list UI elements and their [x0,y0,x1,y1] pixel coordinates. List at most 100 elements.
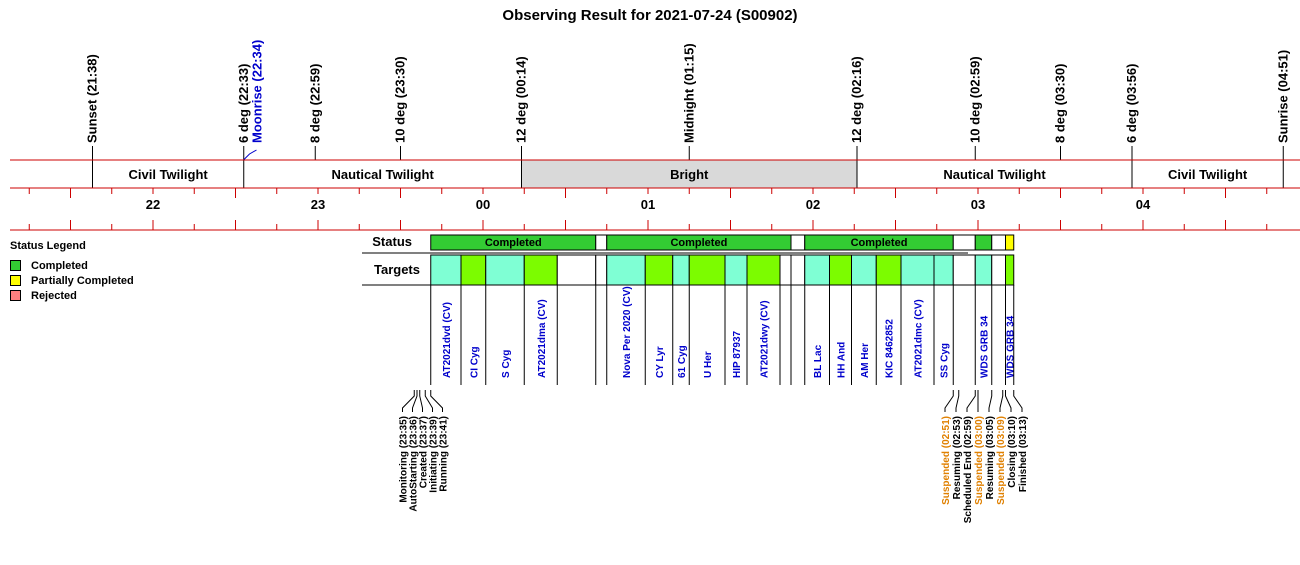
target-name: AT2021dmc (CV) [914,299,925,378]
target-block [851,254,877,286]
event-label: 10 deg (23:30) [393,56,408,143]
log-event-label: Suspended (02:51) [941,416,952,505]
target-name: U Her [703,351,714,378]
twilight-band [243,160,522,188]
log-events: Monitoring (23:35)AutoStarting (23:36)Cr… [399,390,1029,523]
twilight-band-label: Nautical Twilight [943,167,1046,182]
event-label: Midnight (01:15) [681,43,696,143]
log-event-label: Closing (03:10) [1007,416,1018,488]
target-block [644,254,674,286]
twilight-band [10,160,93,188]
log-connector [419,390,423,412]
target-block [900,254,935,286]
event-label: 10 deg (02:59) [967,56,982,143]
target-name: WDS GRB 34 [980,315,991,378]
log-event-label: AutoStarting (23:36) [409,416,420,512]
target-block [556,254,597,286]
log-connector [966,390,976,412]
log-event-label: Resuming (03:05) [985,416,996,499]
target-name: CI Cyg [469,346,480,378]
moonrise-connector [243,149,257,161]
target-block [688,254,726,286]
axis-hour-label: 22 [146,197,160,212]
legend-item-completed: Completed [10,258,134,273]
log-event-label: Suspended (03:09) [996,416,1007,505]
status-block [1005,234,1015,251]
moonrise-label: Moonrise (22:34) [250,40,265,143]
target-name: AM Her [860,343,871,378]
target-block [672,254,690,286]
event-label: 6 deg (03:56) [1124,64,1139,143]
target-name: 61 Cyg [677,345,688,378]
axis-hour-label: 01 [641,197,655,212]
status-block [952,234,976,251]
twilight-band [1132,160,1284,188]
status-block-label: Completed [851,237,908,249]
event-label: 12 deg (02:16) [849,56,864,143]
axis-hour-label: 04 [1136,197,1151,212]
target-block [829,254,852,286]
target-name: Nova Per 2020 (CV) [622,286,633,378]
target-block [746,254,781,286]
log-event-label: Resuming (02:53) [952,416,963,499]
target-name: WDS GRB 34 [1006,315,1017,378]
log-connector [955,390,960,412]
event-label: 12 deg (00:14) [514,56,529,143]
status-legend: Status Legend Completed Partially Comple… [10,240,134,303]
twilight-band [521,160,857,188]
target-name: SS Cyg [940,343,951,378]
twilight-band [857,160,1132,188]
log-connector [430,390,443,412]
target-block [1005,254,1015,286]
status-block [790,234,806,251]
log-connector [424,390,433,412]
twilight-band [92,160,244,188]
target-block [952,254,976,286]
event-label: 8 deg (03:30) [1053,64,1068,143]
status-block-label: Completed [485,237,542,249]
target-name: HIP 87937 [732,330,743,378]
target-name: AT2021dvd (CV) [442,302,453,378]
twilight-band-label: Civil Twilight [129,167,209,182]
target-block [430,254,462,286]
target-name: BL Lac [813,344,824,378]
target-block [485,254,525,286]
legend-item-rejected: Rejected [10,288,134,303]
log-connector [944,390,954,412]
legend-swatch-rejected [10,290,21,301]
status-block [974,234,993,251]
target-name: KIC 8462852 [885,319,896,378]
status-block-label: Completed [670,237,727,249]
axis-hour-label: 03 [971,197,985,212]
legend-swatch-completed [10,260,21,271]
targets-row-label: Targets [374,262,420,277]
log-event-label: Scheduled End (02:59) [963,416,974,523]
log-connector [412,390,418,412]
axis-hour-label: 00 [476,197,490,212]
twilight-band [1283,160,1300,188]
twilight-band-label: Bright [670,167,709,182]
legend-swatch-partial [10,275,21,286]
target-name: HH And [837,342,848,378]
log-connector [988,390,993,412]
event-label: 8 deg (22:59) [307,64,322,143]
target-block [523,254,558,286]
target-block [606,254,646,286]
log-connector [402,390,415,412]
target-block [724,254,748,286]
target-block [804,254,830,286]
log-connector [999,390,1004,412]
log-connector [1013,390,1023,412]
log-event-label: Suspended (03:00) [974,416,985,505]
target-block [595,254,608,286]
legend-label-partial: Partially Completed [31,274,134,287]
axis-hour-label: 02 [806,197,820,212]
log-event-label: Created (23:37) [419,416,430,488]
legend-label-completed: Completed [31,259,88,272]
twilight-band-label: Civil Twilight [1168,167,1248,182]
target-name: AT2021dma (CV) [537,299,548,378]
